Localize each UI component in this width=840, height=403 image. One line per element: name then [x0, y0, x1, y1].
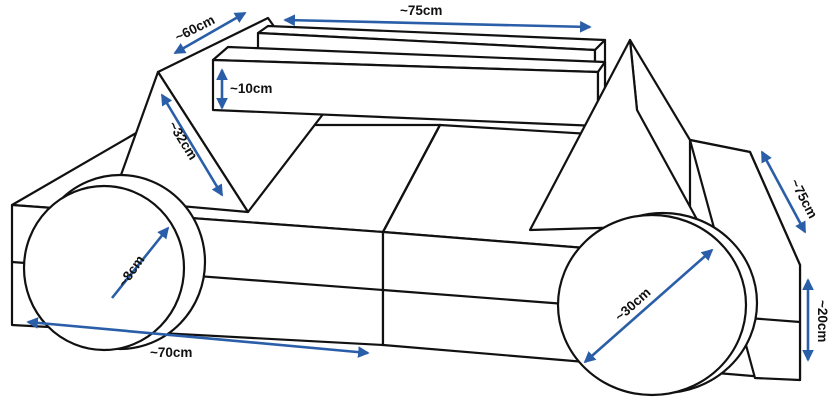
left-wheel-face	[22, 184, 186, 352]
right-wheel	[556, 211, 759, 397]
arm-depth-arrow	[173, 11, 247, 55]
wheel-diameter-arrow	[583, 248, 714, 364]
right-wheel-face	[556, 213, 748, 397]
base-height-label: ~20cm	[815, 300, 830, 342]
center-split-seam	[381, 123, 442, 234]
wheel-thickness-arrow	[110, 226, 170, 299]
left-wheel	[22, 173, 207, 352]
base-depth-label: ~75cm	[787, 176, 820, 220]
front-bar	[211, 45, 607, 128]
arm-depth-label: ~60cm	[173, 12, 218, 45]
top-length-arrow	[283, 14, 592, 33]
wedge-side-arrow	[160, 93, 224, 197]
dimension-arrows	[26, 11, 814, 364]
top-length-label: ~75cm	[400, 3, 442, 18]
base-depth-arrow	[760, 150, 807, 234]
thickness-label: ~10cm	[230, 81, 272, 96]
base-length-label: ~70cm	[150, 345, 192, 360]
base-length-arrow	[26, 317, 370, 358]
